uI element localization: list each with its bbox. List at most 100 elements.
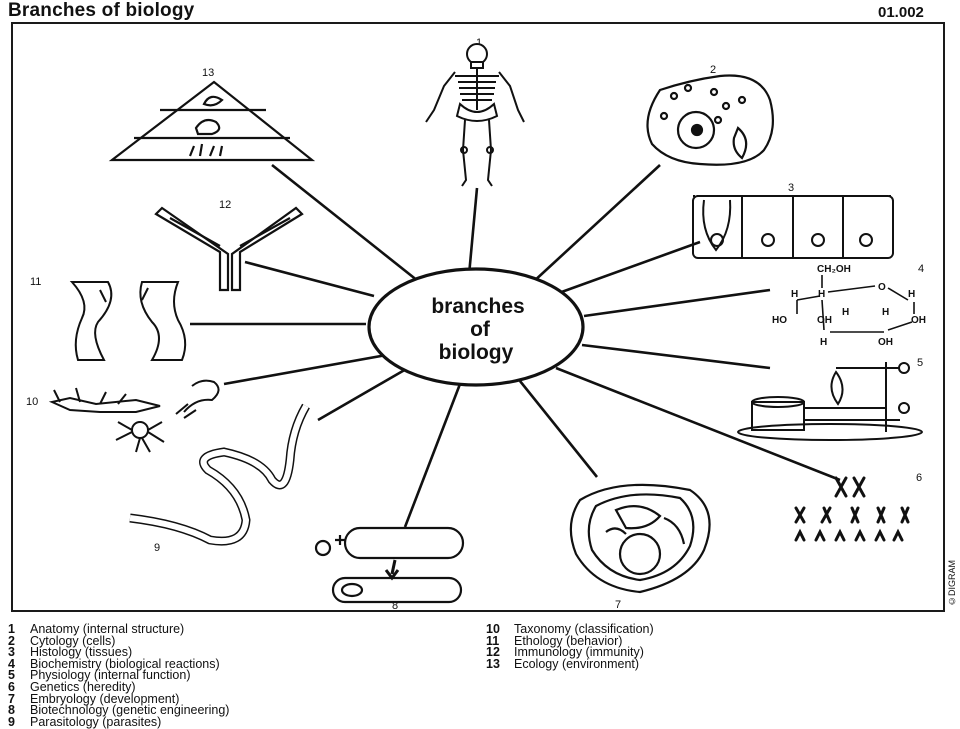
label-5: 5 [917, 357, 923, 369]
legend-text: Embryology (development) [30, 691, 180, 706]
glucose-oh2: OH [911, 315, 926, 326]
copyright-mark: ©DIGRAM [947, 560, 957, 606]
glucose-h4: H [842, 307, 849, 318]
label-8: 8 [392, 600, 398, 612]
legend-item: 10 Taxonomy (classification) [486, 622, 654, 636]
legend-number: 2 [8, 633, 15, 648]
legend-text: Immunology (immunity) [514, 645, 644, 660]
legend-item: 4 Biochemistry (biological reactions) [8, 656, 229, 671]
glucose-illustration: CH₂OH O H H H OH OH HO H H H OH [772, 264, 926, 348]
glucose-h5: H [882, 307, 889, 318]
biotech-illustration [314, 526, 465, 604]
tissue-illustration [692, 195, 894, 259]
tapeworm-illustration [129, 403, 310, 546]
center-label-line1: branches [431, 295, 524, 318]
label-10: 10 [26, 396, 38, 408]
spoke-4 [583, 288, 771, 318]
page-title: Branches of biology [8, 0, 195, 21]
label-9: 9 [154, 542, 160, 554]
legend-item: 5 Physiology (internal function) [8, 668, 229, 683]
legend-number: 8 [8, 703, 15, 718]
legend-text: Cytology (cells) [30, 633, 116, 648]
glucose-o: O [878, 282, 886, 293]
spoke-3 [555, 240, 701, 296]
label-7: 7 [615, 599, 621, 611]
legend-item: 6 Genetics (heredity) [8, 679, 229, 694]
label-13: 13 [202, 67, 214, 79]
skeleton-illustration [425, 43, 525, 187]
label-12: 12 [219, 199, 231, 211]
legend-text: Genetics (heredity) [30, 679, 136, 694]
ecology-pyramid-illustration [108, 80, 316, 162]
spoke-6 [555, 366, 841, 482]
diagram-frame [11, 22, 945, 612]
spoke-8 [403, 383, 462, 528]
antibody-illustration [154, 206, 304, 292]
embryo-illustration [569, 483, 711, 594]
legend-right: 10 Taxonomy (classification) 11 Ethology (b… [486, 622, 654, 671]
label-11: 11 [30, 276, 41, 288]
glucose-oh1: OH [817, 315, 832, 326]
legend-item: 3 Histology (tissues) [8, 645, 229, 660]
center-label-line3: biology [439, 341, 514, 364]
legend-text: Parasitology (parasites) [30, 714, 162, 729]
spoke-7 [518, 380, 599, 478]
legend-text: Histology (tissues) [30, 645, 133, 660]
ethology-illustration [69, 281, 187, 361]
spoke-5 [581, 343, 771, 370]
legend-number: 13 [486, 656, 500, 671]
center-circle [367, 267, 585, 387]
legend-text: Ethology (behavior) [514, 633, 623, 648]
legend-number: 12 [486, 645, 500, 660]
legend-number: 1 [8, 622, 15, 636]
legend-item: 2 Cytology (cells) [8, 633, 229, 648]
legend-left: 1 Anatomy (internal structure) 2 Cytology (… [8, 622, 230, 729]
legend-number: 5 [8, 668, 15, 683]
label-3: 3 [788, 182, 794, 194]
spoke-10 [223, 352, 393, 386]
legend-item: 12 Immunology (immunity) [486, 645, 654, 660]
legend-item: 9 Parasitology (parasites) [8, 714, 229, 729]
legend-text: Anatomy (internal structure) [30, 622, 185, 636]
spoke-13 [271, 163, 419, 283]
label-4: 4 [918, 263, 924, 275]
glucose-h6: H [820, 337, 827, 348]
taxonomy-animals-illustration [48, 379, 220, 453]
legend-text: Taxonomy (classification) [514, 622, 654, 636]
glucose-oh3: OH [878, 337, 893, 348]
legend-number: 6 [8, 679, 15, 694]
glucose-ho: HO [772, 315, 787, 326]
legend-number: 11 [486, 633, 500, 648]
legend-text: Biotechnology (genetic engineering) [30, 703, 230, 718]
glucose-ch2oh: CH₂OH [817, 264, 851, 275]
legend-text: Biochemistry (biological reactions) [30, 656, 220, 671]
legend-item: 1 Anatomy (internal structure) [8, 622, 229, 636]
legend-number: 9 [8, 714, 15, 729]
legend-number: 3 [8, 645, 15, 660]
legend-item: 13 Ecology (environment) [486, 656, 654, 671]
spoke-12 [244, 260, 375, 298]
center-label-line2: of [470, 318, 491, 341]
glucose-h1: H [791, 289, 798, 300]
label-6: 6 [916, 472, 922, 484]
label-2: 2 [710, 64, 716, 76]
spokes [190, 163, 841, 528]
label-1: 1 [476, 37, 482, 49]
spoke-9 [317, 366, 409, 422]
legend-number: 10 [486, 622, 500, 636]
glucose-h2: H [818, 289, 825, 300]
legend-text: Physiology (internal function) [30, 668, 191, 683]
spoke-2 [531, 164, 661, 284]
physiology-apparatus-illustration [737, 362, 923, 441]
legend-item: 7 Embryology (development) [8, 691, 229, 706]
chromosomes-illustration [794, 476, 910, 542]
cell-illustration [646, 74, 775, 166]
legend-item: 11 Ethology (behavior) [486, 633, 654, 648]
legend-number: 7 [8, 691, 15, 706]
glucose-h3: H [908, 289, 915, 300]
legend-item: 8 Biotechnology (genetic engineering) [8, 703, 230, 718]
page-code: 01.002 [878, 4, 924, 21]
legend-text: Ecology (environment) [514, 656, 640, 671]
legend-number: 4 [8, 656, 15, 671]
